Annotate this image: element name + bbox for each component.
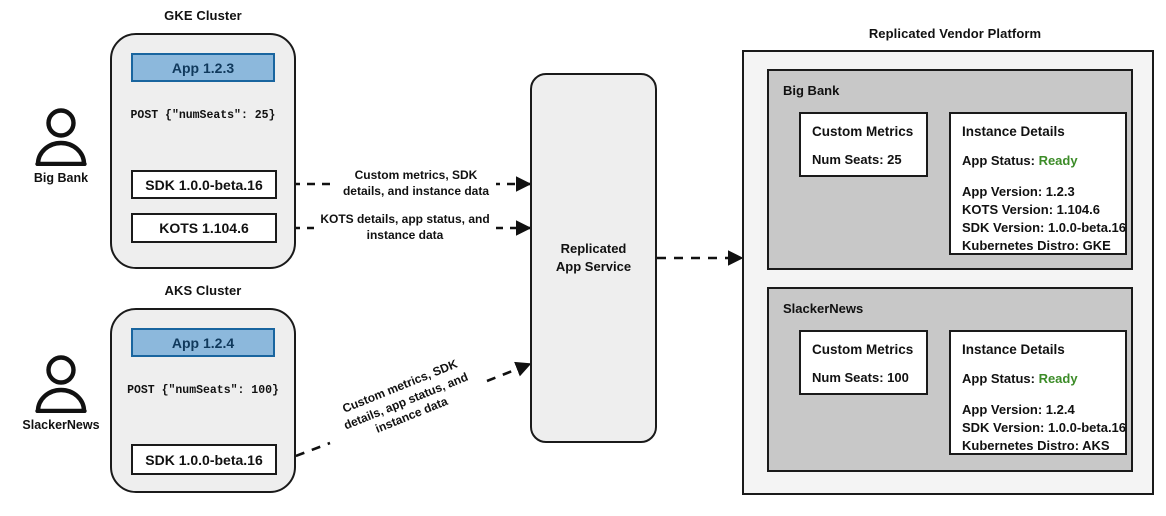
actor-label: SlackerNews xyxy=(22,418,100,432)
aks-cluster-title: AKS Cluster xyxy=(164,283,242,298)
instance-details-card-slackernews: Instance Details App Status: Ready App V… xyxy=(949,330,1127,455)
card-title: Custom Metrics xyxy=(812,342,914,357)
aks-post-label: POST {"numSeats": 100} xyxy=(127,384,279,397)
aks-sdk-box[interactable]: SDK 1.0.0-beta.16 xyxy=(131,444,277,475)
edge-label-line2: instance data xyxy=(366,227,444,242)
tenant-name: Big Bank xyxy=(783,83,840,98)
edge-label-aks-to-service: Custom metrics, SDK details, app status,… xyxy=(323,350,489,453)
replicated-app-service-box[interactable]: Replicated App Service xyxy=(530,73,657,443)
platform-container: Big Bank Custom Metrics Num Seats: 25 In… xyxy=(742,50,1154,495)
app-status-row: App Status: Ready xyxy=(962,371,1078,386)
app-status-label: App Status: xyxy=(962,153,1039,168)
app-status-label: App Status: xyxy=(962,371,1039,386)
tenant-panel-big-bank: Big Bank Custom Metrics Num Seats: 25 In… xyxy=(767,69,1133,270)
status-badge: Ready xyxy=(1038,153,1078,168)
actor-big-bank: Big Bank xyxy=(16,108,106,185)
gke-post-label: POST {"numSeats": 25} xyxy=(130,109,276,122)
actor-slackernews: SlackerNews xyxy=(16,355,106,432)
person-icon xyxy=(35,355,87,413)
detail-row: App Version: 1.2.3 xyxy=(962,184,1075,199)
custom-metrics-card-big-bank: Custom Metrics Num Seats: 25 xyxy=(799,112,928,177)
detail-row: Kubernetes Distro: GKE xyxy=(962,238,1111,253)
card-title: Instance Details xyxy=(962,342,1065,357)
detail-row: Kubernetes Distro: AKS xyxy=(962,438,1110,453)
instance-details-card-big-bank: Instance Details App Status: Ready App V… xyxy=(949,112,1127,255)
gke-app-box[interactable]: App 1.2.3 xyxy=(131,53,275,82)
service-label-line2: App Service xyxy=(555,259,632,274)
tenant-name: SlackerNews xyxy=(783,301,864,316)
edge-label-line1: KOTS details, app status, and xyxy=(320,212,490,226)
edge-label-line1: Custom metrics, SDK xyxy=(354,168,478,182)
edge-label-kots-to-service: KOTS details, app status, and instance d… xyxy=(314,212,496,244)
edge-label-sdk-to-service: Custom metrics, SDK details, and instanc… xyxy=(336,168,496,200)
detail-row: SDK Version: 1.0.0-beta.16 xyxy=(962,420,1127,435)
gke-cluster-title: GKE Cluster xyxy=(164,8,242,23)
metric-row: Num Seats: 100 xyxy=(812,370,909,385)
detail-row: SDK Version: 1.0.0-beta.16 xyxy=(962,220,1127,235)
custom-metrics-card-slackernews: Custom Metrics Num Seats: 100 xyxy=(799,330,928,395)
metric-row: Num Seats: 25 xyxy=(812,152,902,167)
status-badge: Ready xyxy=(1038,371,1078,386)
card-title: Custom Metrics xyxy=(812,124,914,139)
card-title: Instance Details xyxy=(962,124,1065,139)
platform-title: Replicated Vendor Platform xyxy=(868,26,1042,41)
gke-sdk-box[interactable]: SDK 1.0.0-beta.16 xyxy=(131,170,277,199)
detail-row: App Version: 1.2.4 xyxy=(962,402,1075,417)
app-status-row: App Status: Ready xyxy=(962,153,1078,168)
tenant-panel-slackernews: SlackerNews Custom Metrics Num Seats: 10… xyxy=(767,287,1133,472)
gke-kots-box[interactable]: KOTS 1.104.6 xyxy=(131,213,277,243)
actor-label: Big Bank xyxy=(33,171,89,185)
edge-label-line2: details, and instance data xyxy=(342,183,490,198)
person-icon xyxy=(35,108,87,166)
service-label-line1: Replicated xyxy=(560,241,627,257)
aks-app-box[interactable]: App 1.2.4 xyxy=(131,328,275,357)
detail-row: KOTS Version: 1.104.6 xyxy=(962,202,1101,217)
service-label: Replicated App Service xyxy=(556,240,631,275)
